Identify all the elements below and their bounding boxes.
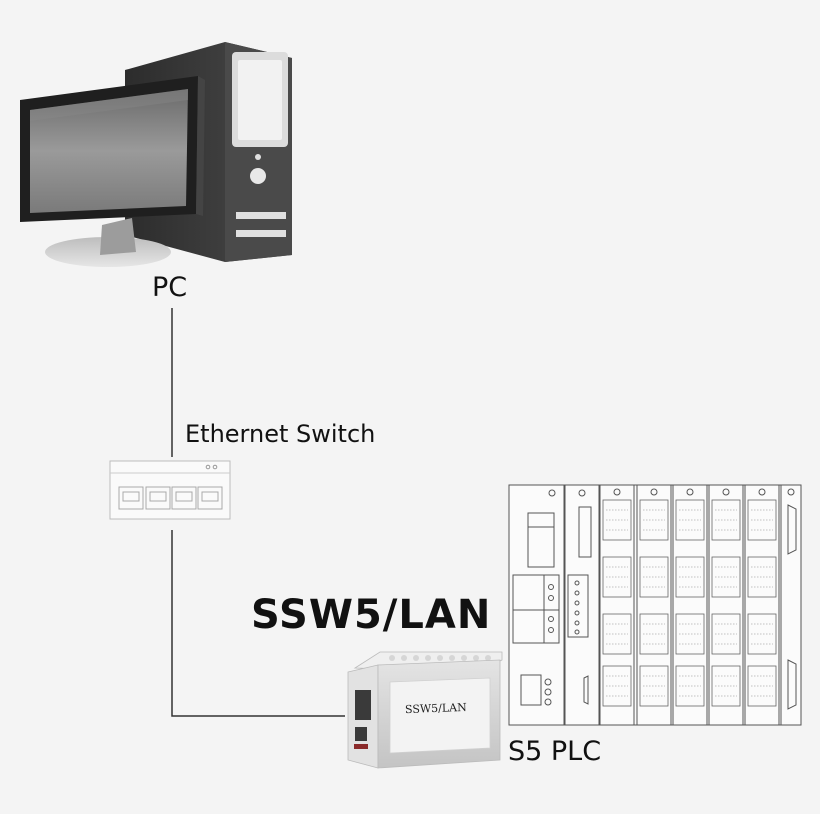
pc-label: PC — [152, 272, 188, 303]
switch-ports — [118, 486, 223, 510]
ssw5-lan-adapter — [347, 651, 503, 769]
cable-switch-to-adapter — [171, 530, 345, 717]
plc-io-modules — [599, 484, 780, 726]
ethernet-switch-device — [109, 460, 231, 520]
s5-plc-rack — [508, 484, 802, 726]
pc-computer-icon — [20, 42, 292, 267]
s5-plc-label: S5 PLC — [508, 736, 602, 767]
ethernet-switch-label: Ethernet Switch — [185, 420, 376, 448]
ssw5-lan-title: SSW5/LAN — [251, 592, 492, 638]
adapter-device-text: SSW5/LAN — [404, 700, 467, 717]
